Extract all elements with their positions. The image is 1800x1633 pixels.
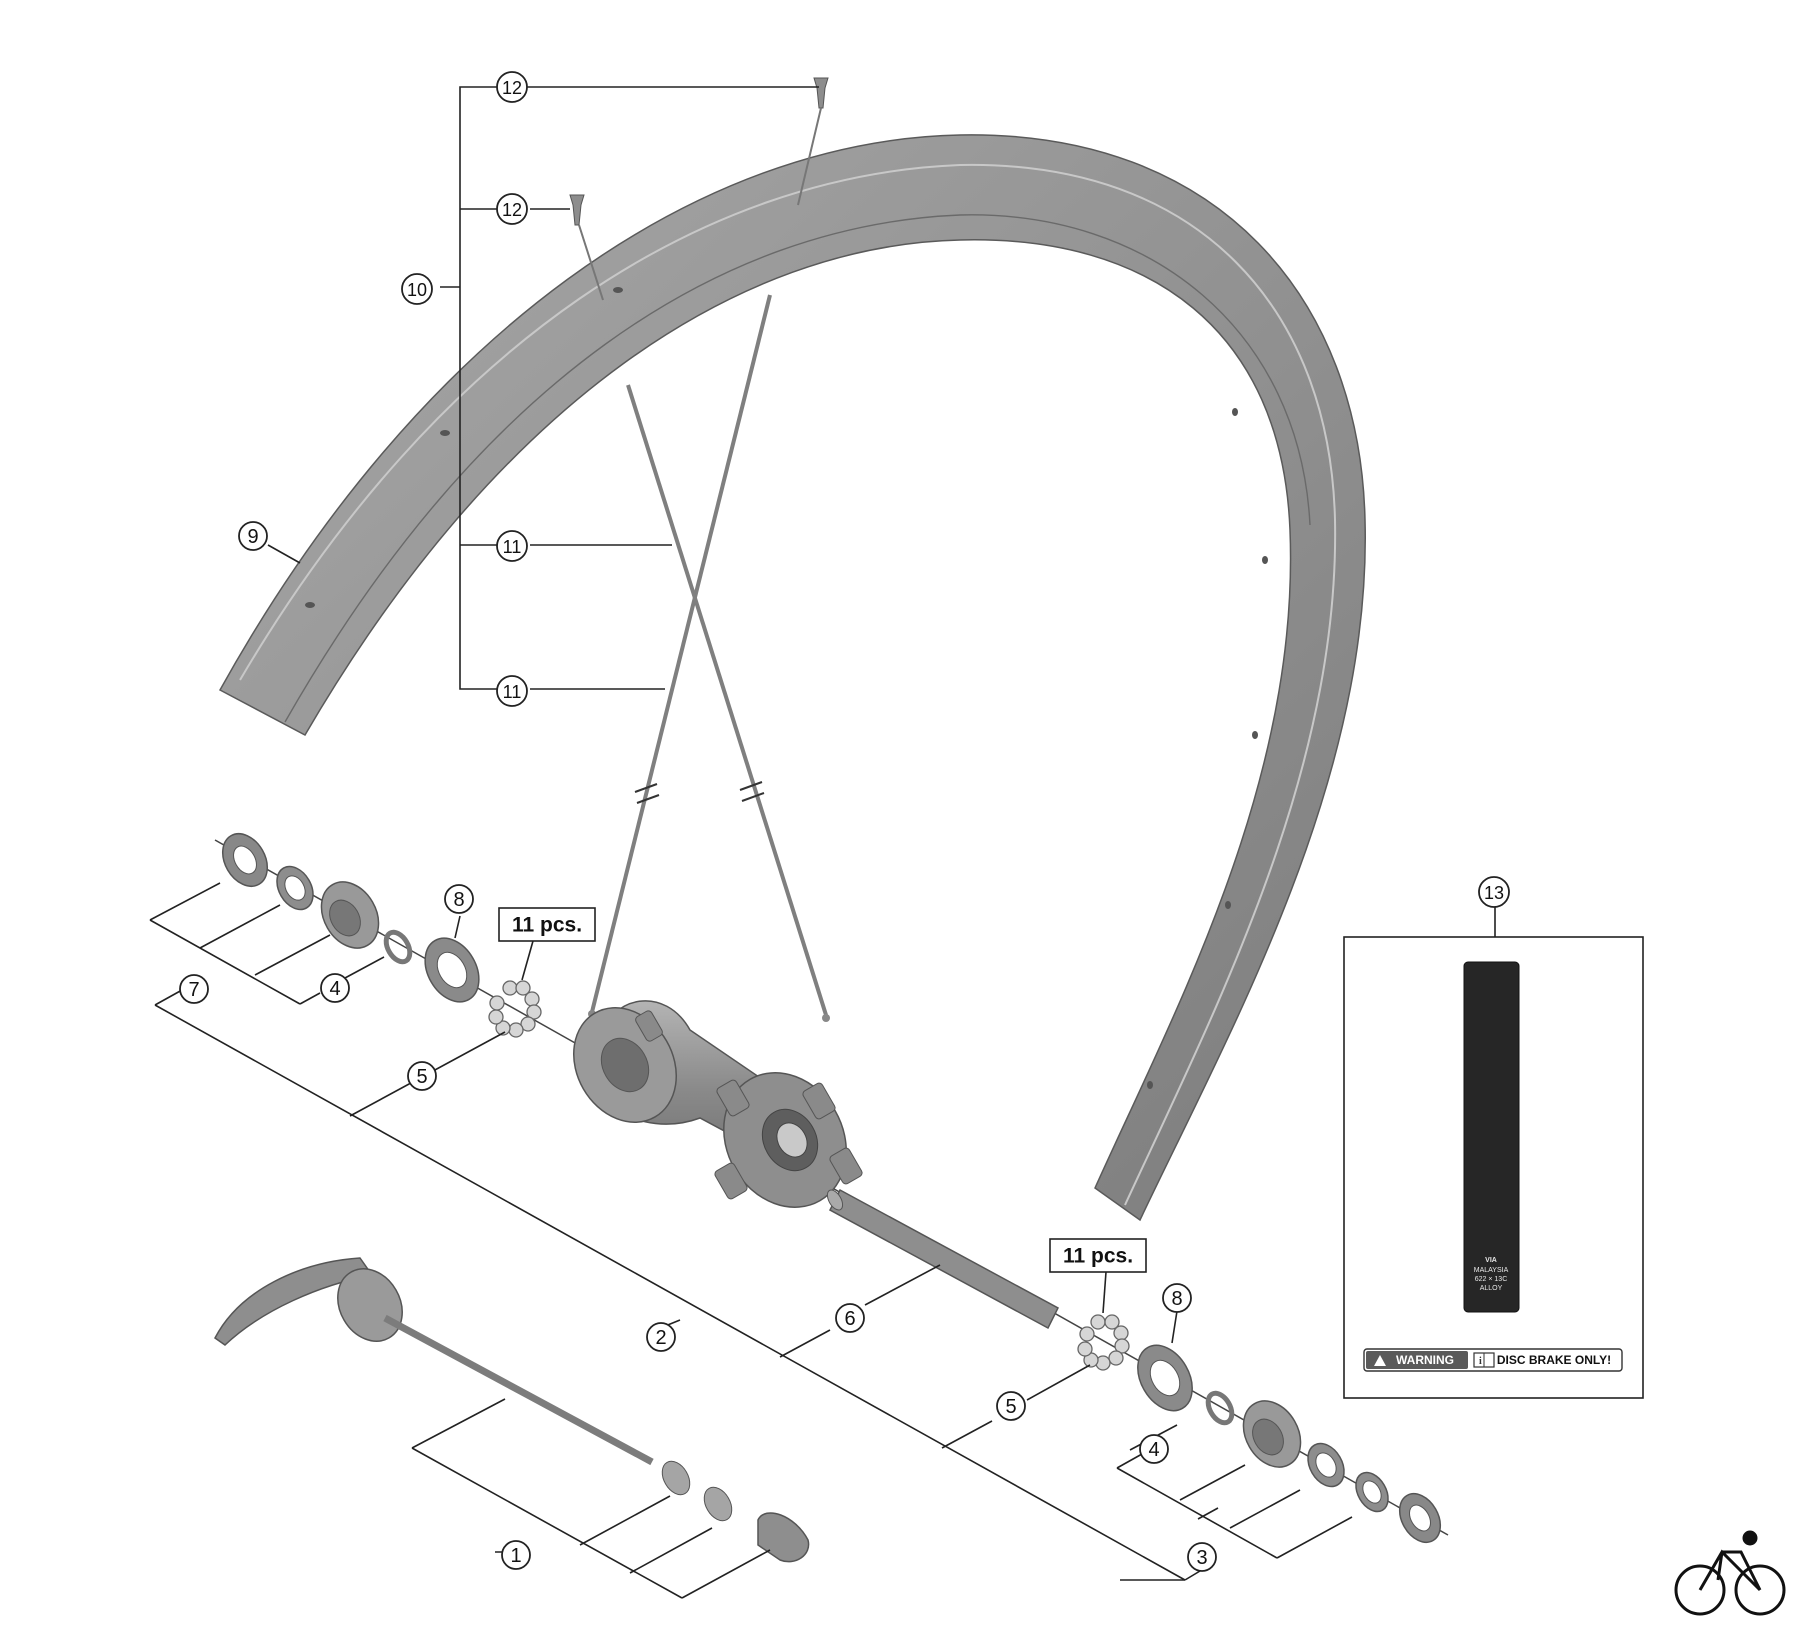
svg-text:1: 1	[510, 1545, 521, 1567]
svg-text:5: 5	[1005, 1396, 1016, 1418]
qty-box-left: 11 pcs.	[498, 907, 596, 942]
left-bearing-balls	[488, 980, 542, 1038]
callout-6: 6	[835, 1303, 865, 1333]
callout-13: 13	[1478, 876, 1510, 908]
spoke-nipple-upper	[797, 77, 829, 206]
svg-text:13: 13	[1484, 883, 1504, 903]
callout-3: 3	[1187, 1542, 1217, 1572]
right-washer	[1355, 1471, 1389, 1513]
svg-text:11 pcs.: 11 pcs.	[1063, 1245, 1133, 1268]
spoke-nipple-lower	[569, 194, 604, 301]
sticker-origin: MALAYSIA	[1474, 1267, 1509, 1274]
svg-text:2: 2	[655, 1327, 666, 1349]
callout-12-lower: 12	[496, 193, 528, 225]
svg-text:7: 7	[188, 979, 199, 1001]
sticker-brand: VIA	[1485, 1257, 1497, 1264]
manual-book-icon: i	[1473, 1352, 1495, 1368]
leader-lines	[149, 86, 1496, 1599]
rim-sticker-panel: VIA MALAYSIA 622 × 13C ALLOY WARNING i D…	[1343, 936, 1644, 1399]
left-dust-seal	[383, 929, 413, 965]
callout-7: 7	[179, 974, 209, 1004]
left-ball-retainer	[424, 937, 480, 1003]
qr-spring-2	[703, 1486, 733, 1522]
callout-8-left: 8	[444, 884, 474, 914]
hub-axle	[826, 1188, 1059, 1330]
svg-text:8: 8	[1171, 1288, 1182, 1310]
callout-2: 2	[646, 1322, 676, 1352]
right-ball-retainer	[1137, 1344, 1193, 1412]
warning-triangle-icon	[1374, 1355, 1386, 1366]
bicycle-logo-icon	[1674, 1530, 1786, 1616]
right-bearing-balls	[1077, 1314, 1130, 1371]
callout-8-right: 8	[1162, 1283, 1192, 1313]
hub-body	[572, 1000, 863, 1208]
callout-10: 10	[401, 273, 433, 305]
quick-release-skewer	[214, 1257, 810, 1563]
svg-text:12: 12	[502, 78, 522, 98]
svg-text:9: 9	[247, 526, 258, 548]
callout-11-upper: 11	[496, 530, 528, 562]
svg-text:3: 3	[1196, 1547, 1207, 1569]
rim	[218, 134, 1366, 1222]
right-lock-nut	[1398, 1493, 1442, 1543]
disc-brake-label: DISC BRAKE ONLY!	[1497, 1353, 1611, 1367]
svg-text:i: i	[1479, 1356, 1482, 1367]
svg-text:5: 5	[416, 1066, 427, 1088]
sticker-size: 622 × 13C	[1475, 1276, 1508, 1283]
svg-text:10: 10	[407, 280, 427, 300]
svg-text:6: 6	[844, 1308, 855, 1330]
callout-11-lower: 11	[496, 675, 528, 707]
qr-adjusting-nut	[757, 1512, 810, 1563]
warning-label: WARNING	[1396, 1353, 1454, 1367]
sticker-material: ALLOY	[1480, 1285, 1503, 1292]
callout-5-right: 5	[996, 1391, 1026, 1421]
svg-text:11 pcs.: 11 pcs.	[512, 914, 582, 937]
svg-text:11: 11	[503, 682, 522, 702]
right-cone	[1242, 1400, 1302, 1468]
left-spacer	[276, 865, 314, 911]
callout-4-left: 4	[320, 973, 350, 1003]
svg-text:4: 4	[329, 978, 340, 1000]
callout-12-upper: 12	[496, 71, 528, 103]
svg-text:12: 12	[502, 200, 522, 220]
qr-spring-1	[661, 1460, 691, 1496]
qty-box-right: 11 pcs.	[1049, 1238, 1147, 1273]
spokes	[588, 294, 830, 1022]
left-cone	[320, 881, 380, 949]
callout-4-right: 4	[1139, 1434, 1169, 1464]
left-lock-nut	[221, 833, 269, 887]
svg-text:11: 11	[503, 537, 522, 557]
callout-1: 1	[501, 1540, 531, 1570]
svg-text:8: 8	[453, 889, 464, 911]
callout-5-left: 5	[407, 1061, 437, 1091]
right-spacer	[1307, 1442, 1345, 1488]
svg-text:4: 4	[1148, 1439, 1159, 1461]
callout-9: 9	[238, 521, 268, 551]
right-dust-seal	[1205, 1390, 1235, 1426]
